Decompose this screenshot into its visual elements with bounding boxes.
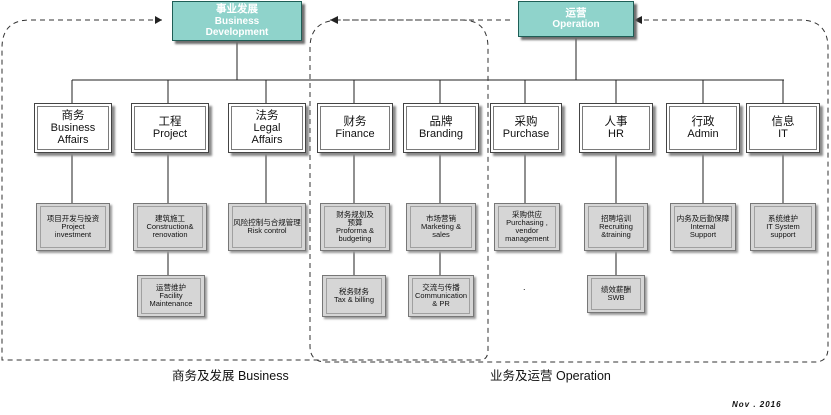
task-label-en: Purchasing , vendor management: [505, 217, 549, 244]
dept-label-en: Business Affairs: [50, 122, 96, 147]
arrow-to-business: [155, 16, 162, 24]
business-development-en: Business Development: [205, 15, 269, 38]
dept-label-en: Purchase: [502, 128, 550, 141]
dept-label-cn: 工程: [158, 115, 182, 128]
task-label-en: Internal Support: [689, 221, 717, 240]
task-label-cn: 招聘培训: [601, 213, 631, 223]
task-label-cn: 项目开发与投资: [46, 213, 100, 223]
dept-label-cn: 行政: [691, 115, 715, 128]
task-label-cn: 交流与传播: [422, 282, 460, 292]
task-label-en: Construction& renovation: [146, 221, 194, 240]
dept-label-en: Project: [152, 128, 188, 141]
task-label-en: Facility Maintenance: [149, 290, 193, 309]
task-label-en: Project investment: [54, 221, 92, 240]
dept-label-cn: 采购: [514, 115, 538, 128]
dept-label-en: HR: [608, 128, 624, 141]
dept-label-cn: 品牌: [429, 115, 453, 128]
operation-caption: 业务及运营 Operation: [490, 369, 611, 383]
business-caption: 商务及发展 Business: [172, 369, 289, 383]
business-group-outline: [1, 19, 489, 361]
dept-label-cn: 人事: [604, 115, 628, 128]
task-label-en: Marketing & sales: [420, 221, 462, 240]
arrow-to-operation-right: [634, 16, 642, 24]
task-label-en: Tax & billing: [333, 295, 375, 304]
task-label-en: SWB: [607, 293, 625, 302]
operation-group-outline: [309, 19, 829, 363]
task-label-cn: 系统维护: [768, 213, 798, 223]
task-label-en: Risk control: [247, 226, 287, 235]
dept-label-en: IT: [778, 128, 788, 141]
task-label-en: Communication & PR: [414, 290, 468, 309]
business-development-node: 事业发展 Business Development: [172, 1, 302, 41]
task-label-cn: 内务及后勤保障: [676, 213, 730, 223]
date-label: Nov . 2016: [732, 400, 782, 409]
operation-en: Operation: [552, 19, 600, 31]
operation-cn: 运营: [565, 6, 587, 19]
task-label-cn: 绩效薪酬: [601, 284, 631, 294]
dept-label-en: Legal Affairs: [251, 122, 283, 147]
business-development-cn: 事业发展: [216, 3, 258, 16]
task-label-en: Proforma & budgeting: [336, 226, 374, 244]
dept-label-cn: 商务: [61, 109, 85, 122]
task-label-cn: 采购供应: [512, 209, 542, 219]
task-label-cn: 建筑施工: [155, 213, 185, 223]
dept-label-cn: 财务: [343, 115, 367, 128]
dept-label-en: Admin: [687, 128, 719, 141]
operation-node: 运营 Operation: [518, 1, 634, 37]
task-label-cn: 税务财务: [339, 286, 369, 296]
task-label-cn: 市场营销: [426, 213, 456, 223]
dept-label-en: Finance: [335, 128, 375, 141]
task-label-cn: 运营维护: [156, 282, 186, 292]
task-label-en: IT System support: [766, 221, 800, 240]
dept-label-cn: 信息: [771, 115, 795, 128]
stray-mark: .: [523, 282, 526, 292]
arrow-to-operation-left: [330, 16, 338, 24]
task-label-cn: 风险控制与合规管理: [233, 217, 301, 227]
dept-label-en: Branding: [418, 128, 464, 141]
task-label-en: Recruiting &training: [599, 221, 633, 240]
task-label-cn: 财务规划及预算: [336, 209, 374, 227]
dept-label-cn: 法务: [255, 109, 279, 122]
